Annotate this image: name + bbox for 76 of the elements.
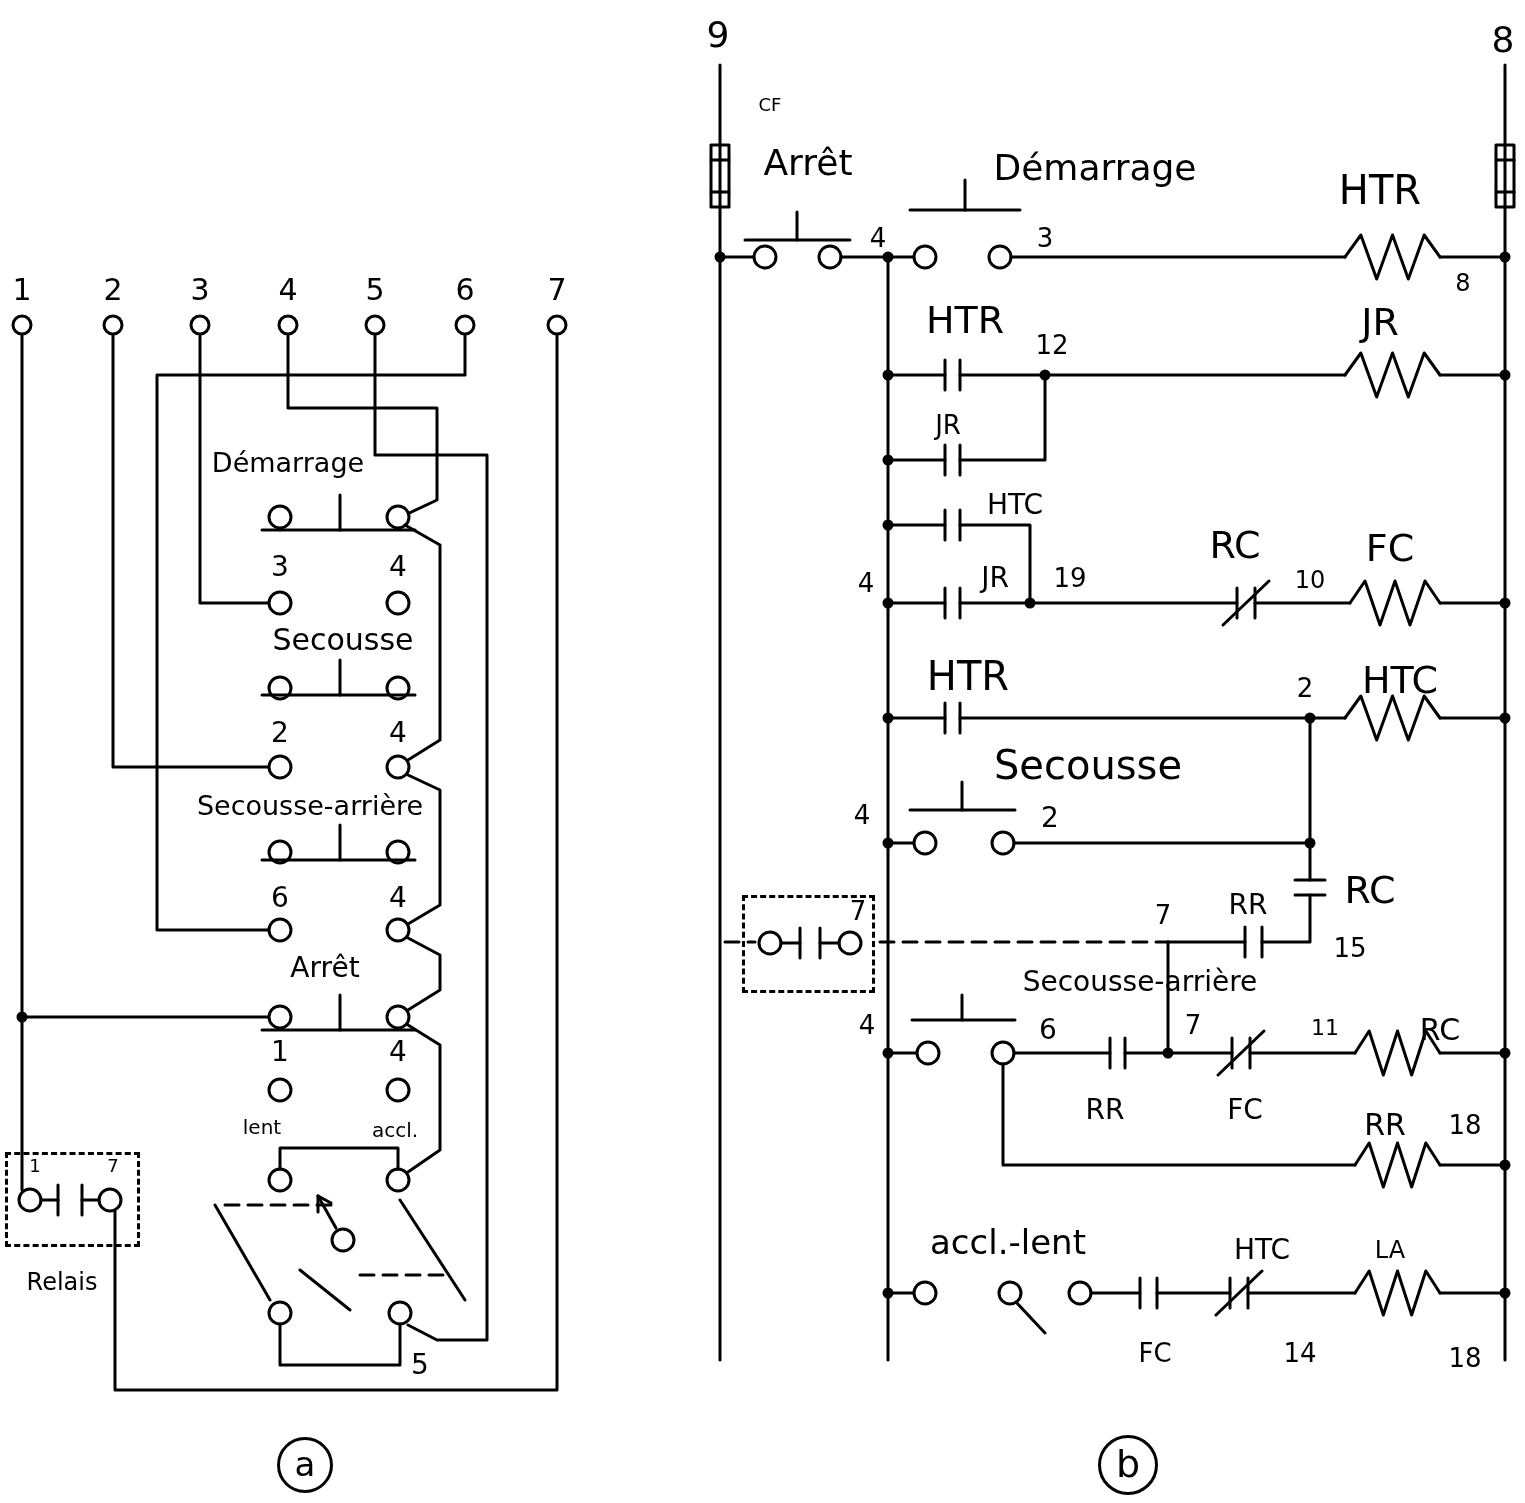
- circuit-label: 5: [411, 1351, 429, 1379]
- circuit-label: 6: [1039, 1016, 1057, 1044]
- circuit-label: HTR: [926, 656, 1010, 696]
- circuit-label: 7: [1154, 902, 1172, 928]
- circuit-label: 12: [1035, 332, 1069, 358]
- circuit-label: HTR: [925, 301, 1005, 339]
- circuit-label: 6: [271, 884, 289, 912]
- circuit-label: 18: [1448, 1112, 1482, 1138]
- circuit-label: Arrêt: [763, 145, 853, 181]
- circuit-label: 18: [1448, 1345, 1482, 1371]
- terminal-number: 7: [849, 898, 867, 924]
- relay-caption: Relais: [26, 1270, 98, 1294]
- circuit-label: JR: [1361, 303, 1399, 341]
- circuit-label: 4: [389, 553, 407, 581]
- circuit-label: 10: [1294, 568, 1326, 592]
- circuit-label: 4: [389, 1038, 407, 1066]
- circuit-label: 3: [190, 275, 210, 305]
- circuit-label: 9: [706, 17, 730, 53]
- circuit-label: Démarrage: [993, 150, 1197, 186]
- circuit-label: RC: [1344, 871, 1396, 909]
- circuit-label: 5: [365, 275, 385, 305]
- circuit-label: Secousse-arrière: [196, 791, 424, 819]
- circuit-label: HTC: [1233, 1236, 1291, 1264]
- circuit-label: 4: [858, 1012, 876, 1038]
- circuit-label: 3: [271, 553, 289, 581]
- circuit-label: 7: [547, 275, 567, 305]
- panel-letter: b: [1115, 1445, 1141, 1483]
- circuit-label: Secousse: [272, 625, 414, 655]
- circuit-label: 15: [1333, 935, 1367, 961]
- circuit-label: Arrêt: [290, 954, 360, 982]
- circuit-label: lent: [242, 1117, 282, 1137]
- circuit-label: RR: [1364, 1110, 1406, 1140]
- circuit-label: JR: [935, 412, 961, 438]
- circuit-label: 1: [12, 275, 32, 305]
- circuit-label: accl.: [371, 1120, 419, 1140]
- circuit-label: HTC: [1361, 661, 1439, 699]
- relay-box: [742, 895, 875, 993]
- circuit-label: 2: [1041, 804, 1059, 832]
- circuit-label: 11: [1311, 1017, 1339, 1039]
- circuit-label: CF: [758, 96, 782, 114]
- circuit-label: 7: [1184, 1012, 1202, 1038]
- circuit-label: FC: [1365, 529, 1415, 567]
- circled-letter: [277, 1437, 333, 1493]
- circuit-label: 8: [1455, 271, 1471, 295]
- circuit-label: 6: [455, 275, 475, 305]
- terminal-number: 7: [107, 1157, 119, 1175]
- circuit-label: 2: [271, 719, 289, 747]
- circuit-label: FC: [1227, 1096, 1263, 1124]
- circuit-label: 1: [271, 1038, 289, 1066]
- terminal-number: 1: [29, 1157, 41, 1175]
- circuit-label: RC: [1209, 526, 1261, 564]
- circuit-label: Secousse: [993, 745, 1183, 785]
- circuit-label: 3: [1036, 225, 1054, 251]
- circuit-label: Démarrage: [211, 448, 365, 476]
- circuit-label: 19: [1053, 565, 1087, 591]
- circuit-label: HTR: [1338, 170, 1422, 210]
- circuit-label: 4: [857, 570, 875, 596]
- circuit-label: 2: [1296, 675, 1314, 701]
- circuit-label: FC: [1138, 1340, 1172, 1366]
- circuit-label: 14: [1283, 1340, 1317, 1366]
- circuit-label: 4: [278, 275, 298, 305]
- circuit-label: RR: [1085, 1096, 1125, 1124]
- circuit-label: LA: [1374, 1238, 1406, 1262]
- circuit-label: 4: [869, 225, 887, 251]
- circuit-label: 4: [853, 802, 871, 828]
- circuit-label: HTC: [986, 491, 1044, 519]
- circuit-label: 8: [1491, 22, 1515, 58]
- relay-box: [5, 1152, 140, 1247]
- circuit-label: 4: [389, 884, 407, 912]
- circuit-label: accl.-lent: [930, 1225, 1086, 1259]
- panel-letter: a: [294, 1447, 316, 1481]
- circuit-label: RR: [1228, 891, 1268, 919]
- circled-letter: [1098, 1435, 1158, 1495]
- circuit-label: 4: [389, 719, 407, 747]
- circuit-label: JR: [981, 564, 1009, 592]
- circuit-label: 2: [103, 275, 123, 305]
